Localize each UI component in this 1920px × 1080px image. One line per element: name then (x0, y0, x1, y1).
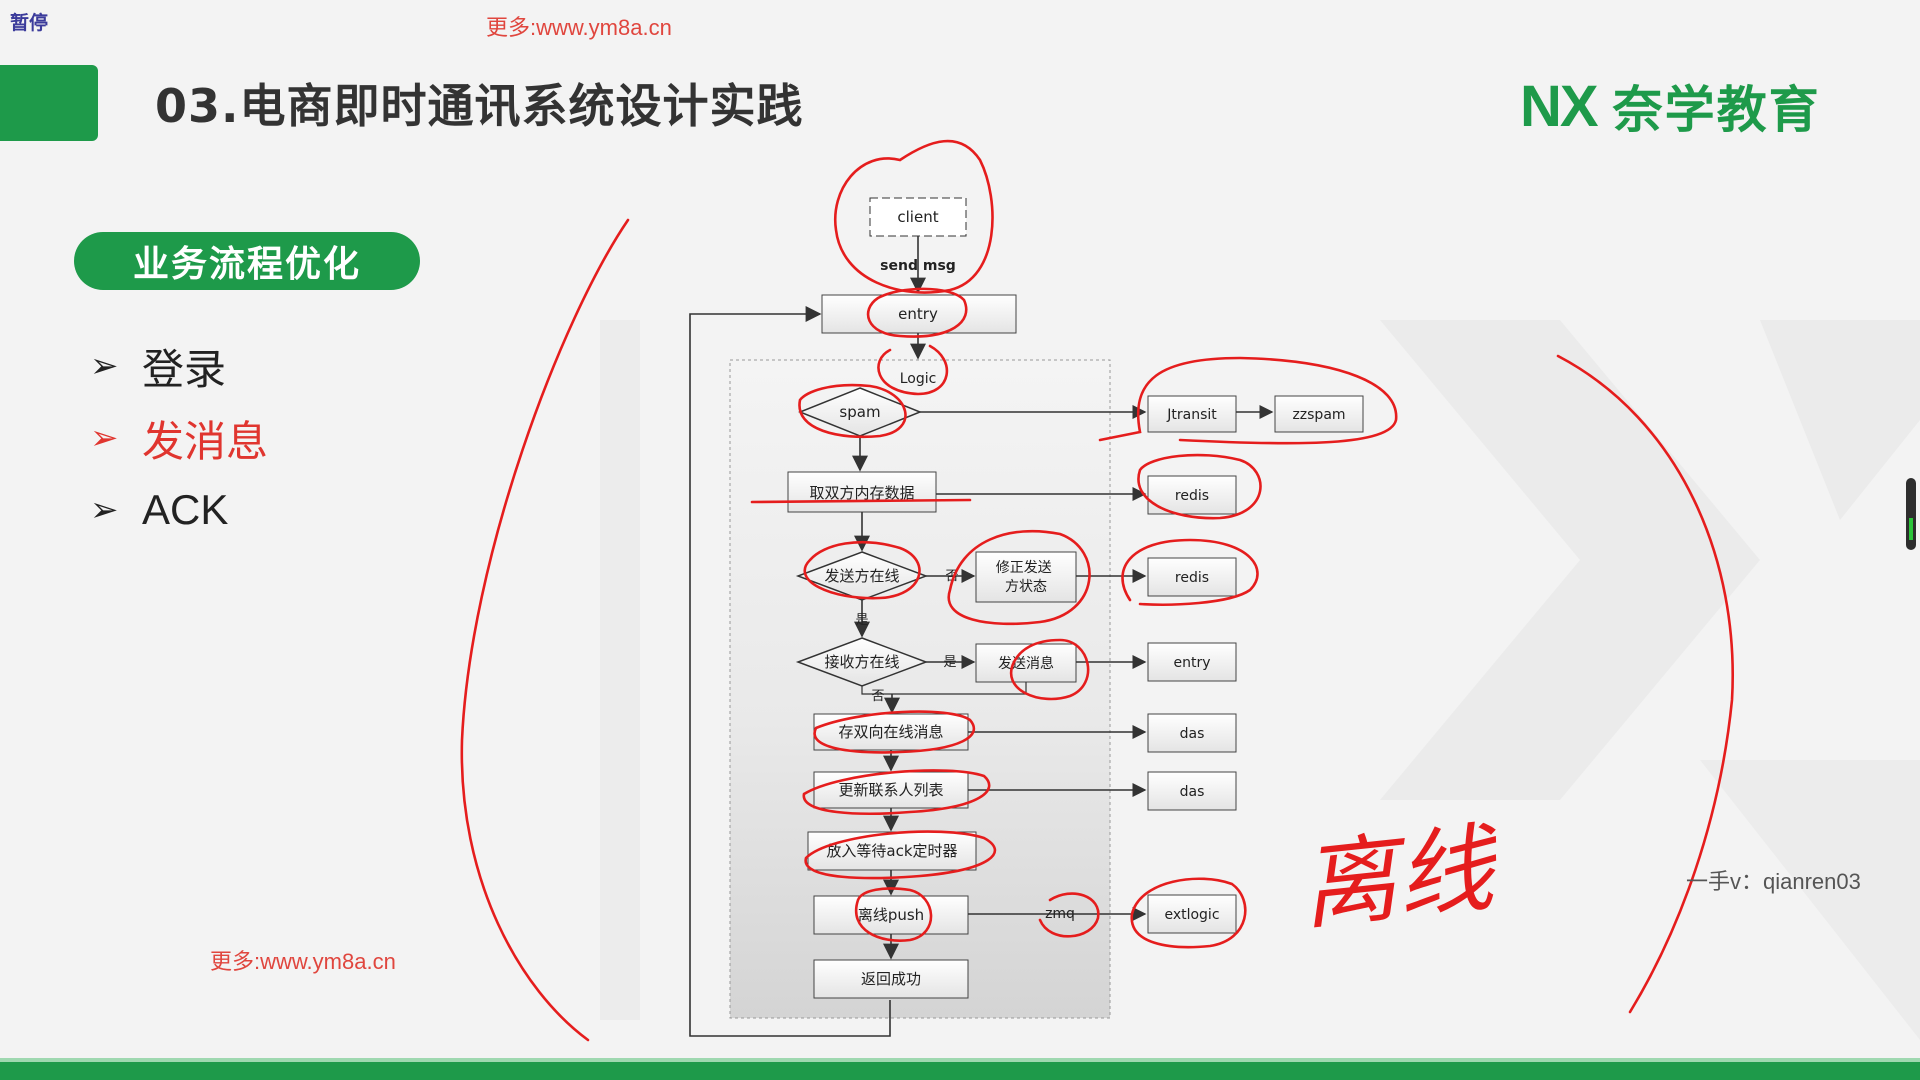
label-yes-1: 是 (855, 613, 868, 628)
label-zmq: zmq (1045, 906, 1075, 922)
annotation-circle-sender (803, 540, 921, 600)
node-fix-state-label: 修正发送 方状态 (996, 560, 1056, 595)
pause-button[interactable]: 暂停 (10, 12, 49, 34)
annotation-circle-fix-state (947, 529, 1091, 626)
scroll-handle[interactable] (1906, 478, 1916, 550)
arrow-bullet-icon: ➢ (90, 346, 119, 386)
topic-label: 登录 (142, 345, 227, 393)
node-return-success (813, 959, 969, 999)
title-accent-tab (0, 65, 98, 141)
node-return-success-label: 返回成功 (861, 970, 921, 988)
node-offline-push-label: 离线push (858, 906, 924, 924)
label-no-2: 否 (871, 689, 884, 704)
annotation-circle-zmq (1038, 892, 1100, 938)
annotation-circle-client (833, 139, 994, 294)
annotation-circle-ack (804, 830, 997, 880)
node-redis-2 (1147, 557, 1237, 597)
node-extlogic (1147, 894, 1237, 934)
logo-text: 奈学教育 (1612, 81, 1821, 139)
watermark-top: 更多:www.ym8a.cn (486, 15, 672, 40)
bg-corner-shape (1760, 320, 1920, 520)
annotation-circle-entry (866, 287, 968, 338)
arrow-bullet-icon: ➢ (90, 418, 119, 458)
label-send-msg: send msg (880, 258, 956, 274)
node-redis-1-label: redis (1175, 488, 1209, 504)
node-entry-label: entry (898, 305, 938, 323)
label-yes-2: 是 (943, 655, 956, 670)
node-sender-online-label: 发送方在线 (824, 567, 899, 585)
node-zzspam-label: zzspam (1292, 407, 1345, 423)
bg-corner-shape-lower (1700, 760, 1920, 1040)
topic-label: 发消息 (142, 417, 269, 465)
fix-state-line-1: 修正发送 (996, 560, 1052, 576)
node-receiver-online-label: 接收方在线 (824, 653, 899, 671)
node-ack-timer-label: 放入等待ack定时器 (826, 842, 957, 860)
node-client (869, 197, 967, 237)
topic-item-send-message: ➢ 发消息 (90, 402, 268, 474)
annotation-circle-redis-2 (1121, 538, 1259, 606)
label-logic: Logic (900, 371, 937, 387)
bg-bar-shape (600, 320, 640, 1020)
node-das-1-label: das (1180, 726, 1205, 742)
node-offline-push (813, 895, 969, 935)
handwritten-offline-note: 离线 (1295, 812, 1499, 944)
annotation-circle-jtransit (1098, 356, 1398, 445)
annotation-circle-redis-1 (1137, 453, 1262, 520)
node-store-message-label: 存双向在线消息 (838, 723, 943, 741)
annotation-circle-send-message (1010, 638, 1090, 701)
bottom-bar (0, 1058, 1920, 1080)
annotation-circle-push (854, 887, 933, 942)
node-das-1 (1147, 713, 1237, 753)
node-extlogic-label: extlogic (1164, 907, 1219, 923)
node-entry (821, 294, 1017, 334)
node-fetch-data-label: 取双方内存数据 (809, 484, 914, 502)
annotation-circle-logic (877, 344, 949, 396)
brand-logo: NX 奈学教育 (1520, 74, 1821, 140)
fix-state-line-2: 方状态 (1005, 579, 1047, 595)
node-fetch-data (787, 471, 937, 513)
node-zzspam (1274, 395, 1364, 433)
node-das-2-label: das (1180, 784, 1205, 800)
topic-item-ack: ➢ ACK (90, 474, 268, 546)
contact-text: 一手v：qianren03 (1686, 869, 1861, 894)
loop-back-arrow (689, 306, 891, 1037)
node-jtransit (1147, 395, 1237, 433)
section-heading: 业务流程优化 (74, 232, 420, 290)
arrow-bullet-icon: ➢ (90, 490, 119, 530)
node-das-2 (1147, 771, 1237, 811)
node-entry-2-label: entry (1173, 655, 1210, 671)
annotation-circle-update (802, 769, 991, 815)
connector-receiver-send (861, 682, 1027, 695)
node-jtransit-label: Jtransit (1166, 407, 1217, 423)
node-ack-timer (807, 831, 977, 871)
annotation-right-bracket (1556, 354, 1734, 1014)
annotation-left-bracket (460, 218, 630, 1042)
annotation-underline-fetch (750, 498, 972, 504)
bg-chevron-shape (1380, 320, 1760, 800)
logo-mark: NX (1520, 73, 1599, 139)
annotation-circle-spam (798, 383, 907, 439)
topic-list: ➢ 登录 ➢ 发消息 ➢ ACK (90, 330, 268, 546)
node-redis-2-label: redis (1175, 570, 1209, 586)
watermark-bottom: 更多:www.ym8a.cn (210, 949, 396, 974)
topic-label: ACK (142, 486, 229, 533)
node-fix-state (975, 551, 1077, 603)
annotation-circle-store (813, 710, 976, 754)
slide-title: 03.电商即时通讯系统设计实践 (155, 79, 804, 133)
topic-item-login: ➢ 登录 (90, 330, 268, 402)
node-client-label: client (897, 208, 938, 226)
node-entry-2 (1147, 642, 1237, 682)
node-update-contacts-label: 更新联系人列表 (838, 781, 943, 799)
node-spam-label: spam (839, 403, 880, 421)
annotation-circle-extlogic (1130, 877, 1247, 949)
